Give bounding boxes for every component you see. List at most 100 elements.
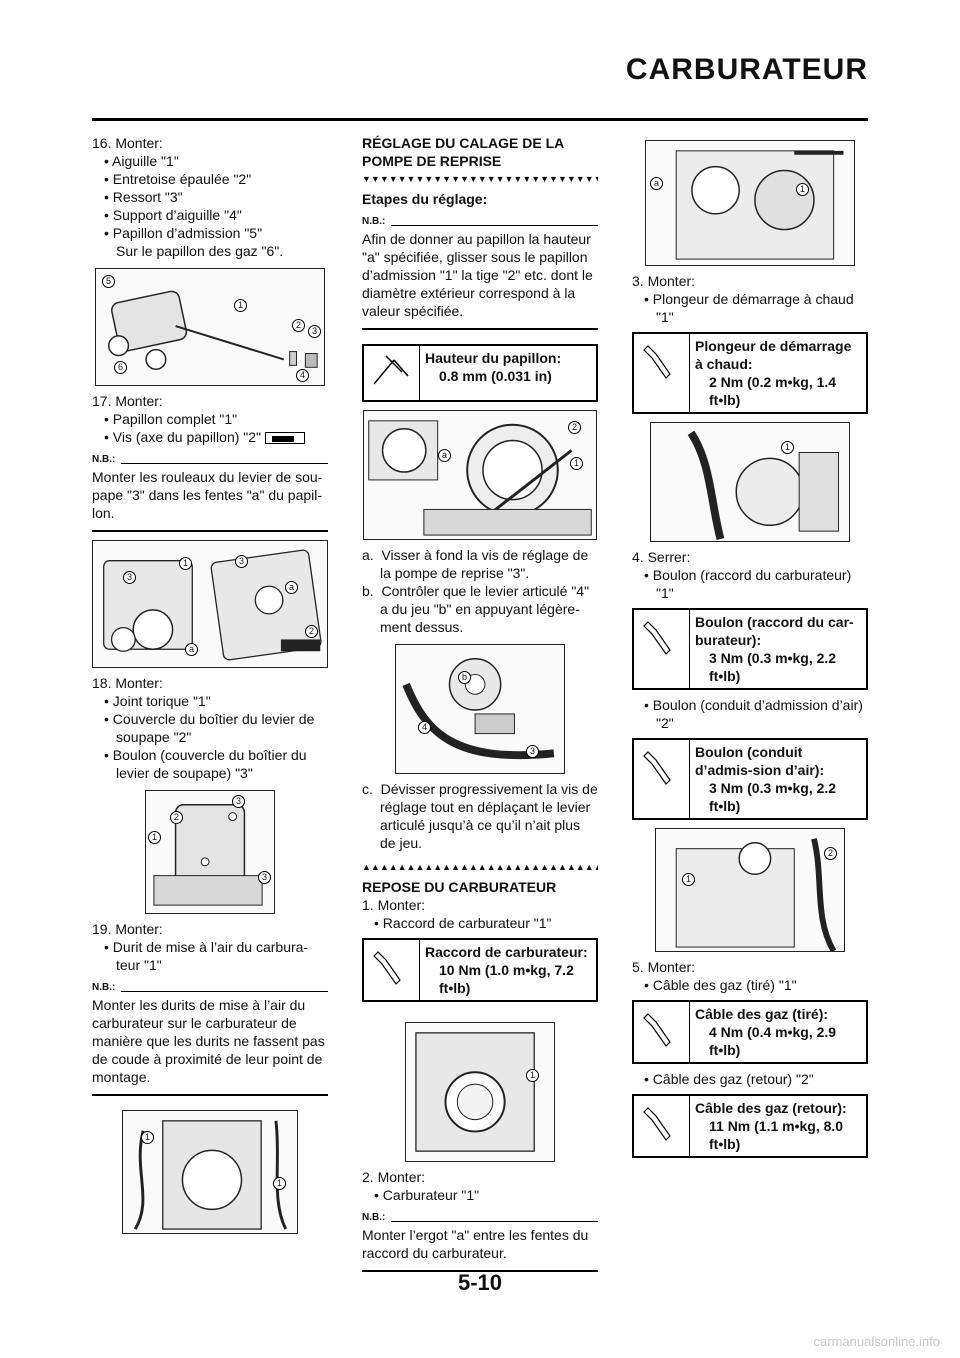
spec-throttle-height: Hauteur du papillon: 0.8 mm (0.031 in) [362,344,598,402]
install-step-2-heading: 2. Monter: [362,1169,426,1185]
column-right: a 1 3. Monter: Plongeur de démarrage à c… [632,140,868,1158]
note-text: Monter les rouleaux du levier de sou-pap… [92,469,323,521]
install-step-1: 1. Monter: Raccord de carburateur "1" [362,896,598,932]
torque-wrench-icon [634,1096,690,1156]
install-step-5-item: Câble des gaz (retour) "2" [632,1070,868,1088]
watermark: carmanualsonline.info [813,1334,940,1349]
tighten-step-4-heading: 4. Serrer: [632,549,691,565]
torque-wrench-icon [634,740,690,818]
callout-a: a [285,581,298,594]
torque-wrench-icon [634,334,690,412]
step-16-item: Support d’aiguille "4" [92,206,328,224]
spec-label: Boulon (raccord du car-burateur): [695,614,854,648]
step-17-item-text: Vis (axe du papillon) "2" [112,429,262,445]
callout-3: 3 [232,795,245,808]
spec-label: Boulon (conduit d’admis-sion d’air): [695,744,825,778]
callout-1: 1 [148,831,161,844]
plunger-illustration [687,430,839,541]
callout-1: 1 [273,1177,286,1190]
step-text: Visser à fond la vis de réglage de la po… [380,547,589,581]
step-19: 19. Monter: Durit de mise à l’air du car… [92,920,328,974]
carb-joint-illustration [415,1032,535,1152]
callout-2: 2 [170,811,183,824]
callout-1: 1 [570,457,583,470]
step-text: Contrôler que le levier articulé "4" a d… [380,583,590,635]
torque-wrench-icon [364,940,420,1000]
note-text: Monter les durits de mise à l’air du car… [92,997,325,1085]
figure-valve-lever-cover: 3 2 1 3 [145,790,275,914]
install-step-2-item: Carburateur "1" [362,1186,598,1204]
step-16-item: Ressort "3" [92,188,328,206]
callout-1: 1 [781,441,794,454]
install-step-3: 3. Monter: Plongeur de démarrage à chaud… [632,272,868,326]
figure-carb-top: a 1 [645,140,855,266]
spec-carb-joint-bolt: Boulon (raccord du car-burateur): 3 Nm (… [632,608,868,690]
section-title-pump-timing: RÉGLAGE DU CALAGE DE LA POMPE DE REPRISE [362,135,564,169]
header-rule [92,118,868,121]
valve-lever-illustration [103,549,322,661]
step-16-item: Papillon d’admission "5" [92,224,328,242]
step-16-item: Aiguille "1" [92,152,328,170]
spec-hot-start-plunger: Plongeur de démarrage à chaud: 2 Nm (0.2… [632,332,868,414]
spec-value: 3 Nm (0.3 m•kg, 2.2 ft•lb) [709,780,837,814]
step-letter: a. [362,547,374,563]
note-pump: N.B.: Afin de donner au papillon la haut… [362,216,598,330]
install-step-3-heading: 3. Monter: [632,273,696,289]
torque-wrench-icon [634,610,690,688]
page-title: CARBURATEUR [625,53,868,86]
step-18-item: Joint torique "1" [92,692,328,710]
page-number: 5-10 [457,1270,503,1295]
carb-top-illustration [675,150,844,260]
column-middle: RÉGLAGE DU CALAGE DE LA POMPE DE REPRISE… [362,134,598,1272]
install-step-1-heading: 1. Monter: [362,897,426,913]
callout-a: a [650,177,663,190]
tighten-step-4-item: Boulon (conduit d’admission d’air) "2" [632,696,868,732]
step-b: b. Contrôler que le levier articulé "4" … [362,582,598,636]
step-letter: c. [362,781,373,797]
install-step-5: 5. Monter: Câble des gaz (tiré) "1" [632,958,868,994]
install-step-2: 2. Monter: Carburateur "1" [362,1168,598,1204]
step-c: c. Dévisser progressivement la vis de ré… [362,780,598,852]
step-18: 18. Monter: Joint torique "1" Couvercle … [92,674,328,782]
spec-value: 2 Nm (0.2 m•kg, 1.4 ft•lb) [709,374,837,408]
note-label: N.B.: [362,1212,386,1223]
spec-label: Plongeur de démarrage à chaud: [695,338,852,372]
step-letter: b. [362,583,374,599]
step-17-item-with-icon: Vis (axe du papillon) "2" [92,428,328,446]
spec-label: Hauteur du papillon: [425,350,562,366]
callout-3: 3 [235,555,248,568]
callout-2: 2 [305,625,318,638]
adjustment-step-c: c. Dévisser progressivement la vis de ré… [362,780,598,852]
figure-link-lever: b 4 3 [395,644,565,774]
procedure-start-marker: ▼▼▼▼▼▼▼▼▼▼▼▼▼▼▼▼▼▼▼▼▼▼▼▼▼▼▼▼ [362,174,598,184]
note-text: Monter l’ergot "a" entre les fentes du r… [362,1227,589,1261]
step-17-heading: 17. Monter: [92,393,163,409]
figure-carburetor-joint: 1 [405,1022,555,1162]
callout-b: b [458,671,471,684]
air-vent-illustration [133,1120,288,1230]
spec-carb-joint: Raccord de carburateur: 10 Nm (1.0 m•kg,… [362,938,598,1002]
spec-value: 0.8 mm (0.031 in) [439,368,552,384]
step-18-item: Couvercle du boîtier du levier de soupap… [92,710,328,746]
throttle-height-illustration [368,420,592,536]
note-label: N.B.: [362,216,386,227]
step-18-heading: 18. Monter: [92,675,163,691]
step-16-continuation: Sur le papillon des gaz "6". [116,243,284,259]
spec-value: 10 Nm (1.0 m•kg, 7.2 ft•lb) [439,962,574,996]
callout-1: 1 [179,557,192,570]
note-2: N.B.: Monter les durits de mise à l’air … [92,982,328,1096]
step-16: 16. Monter: Aiguille "1" Entretoise épau… [92,134,328,260]
install-step-3-item: Plongeur de démarrage à chaud "1" [632,290,868,326]
figure-throttle-height: 2 a 1 [363,410,597,540]
link-lever-illustration [402,658,555,760]
install-step-5-heading: 5. Monter: [632,959,696,975]
tighten-step-4-item: Boulon (raccord du carburateur) "1" [632,566,868,602]
step-text: Dévisser progressivement la vis de régla… [380,781,598,851]
callout-1: 1 [682,873,695,886]
callout-4: 4 [418,721,431,734]
install-step-1-item: Raccord de carburateur "1" [362,914,598,932]
spec-value: 3 Nm (0.3 m•kg, 2.2 ft•lb) [709,650,837,684]
note-1: N.B.: Monter les rouleaux du levier de s… [92,454,328,532]
spec-label: Câble des gaz (tiré): [695,1006,829,1022]
spec-label: Raccord de carburateur: [425,944,588,960]
